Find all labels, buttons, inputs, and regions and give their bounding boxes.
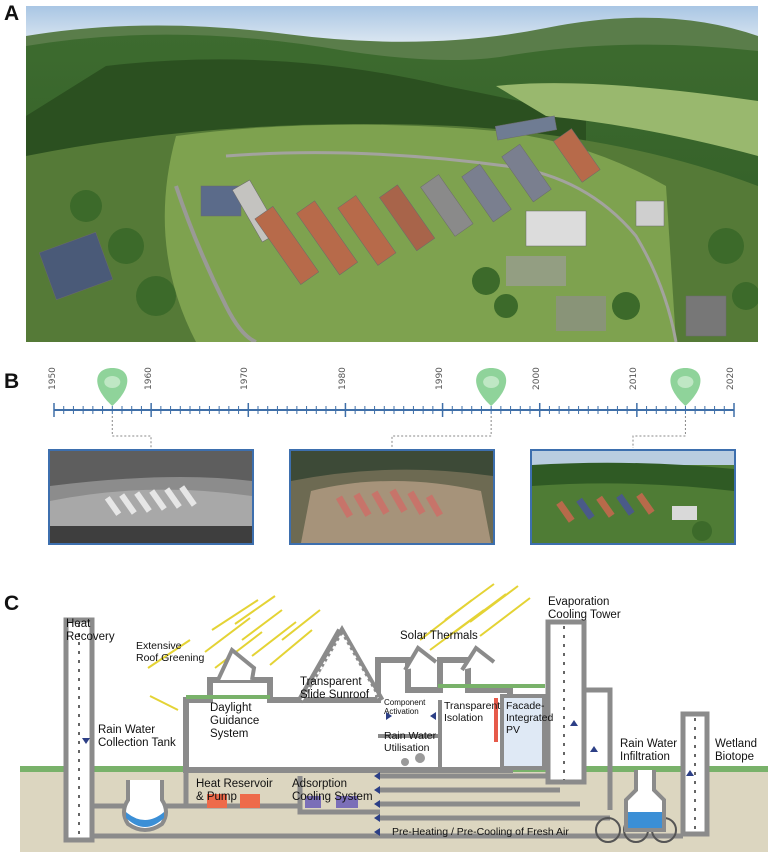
timeline-markers xyxy=(97,368,701,406)
panel-label-b: B xyxy=(4,370,20,393)
panel-label-a: A xyxy=(4,2,20,25)
label-transparent-sunroof: Transparent Slide Sunroof xyxy=(300,676,370,702)
label-solar-thermals: Solar Thermals xyxy=(400,630,478,642)
timeline-leaders xyxy=(111,416,686,448)
label-daylight-guidance: Daylight Guidance System xyxy=(210,702,260,741)
label-preheating: Pre-Heating / Pre-Cooling of Fresh Air xyxy=(392,826,569,838)
label-adsorption: Adsorption Cooling System xyxy=(292,778,373,804)
timeline xyxy=(53,368,735,448)
timeline-leader-line xyxy=(632,416,686,448)
historic-photo-1990s xyxy=(289,449,495,545)
label-rain-collection: Rain Water Collection Tank xyxy=(98,724,176,750)
timeline-leader-line xyxy=(111,416,152,448)
recent-photo-2010s xyxy=(530,449,736,545)
label-rain-utilisation: Rain Water Utilisation xyxy=(384,730,437,755)
map-pin-icon xyxy=(476,368,507,406)
label-heat-reservoir: Heat Reservoir & Pump xyxy=(196,778,273,804)
historic-photo-1950s xyxy=(48,449,254,545)
label-extensive-roof-greening: Extensive Roof Greening xyxy=(136,640,205,665)
label-rain-infiltration: Rain Water Infiltration xyxy=(620,738,678,764)
panel-label-c: C xyxy=(4,592,20,615)
campus-aerial-photo xyxy=(26,6,758,342)
label-heat-recovery: Heat Recovery xyxy=(66,618,115,644)
map-pin-icon xyxy=(670,368,701,406)
energy-concept-diagram xyxy=(20,583,768,852)
map-pin-icon xyxy=(97,368,128,406)
timeline-leader-line xyxy=(391,416,492,448)
label-evaporation-tower: Evaporation Cooling Tower xyxy=(548,596,621,622)
label-facade-pv: Facade- Integrated PV xyxy=(506,700,554,737)
label-wetland: Wetland Biotope xyxy=(715,738,757,764)
label-component-activation: Component Activation xyxy=(384,698,426,717)
label-transparent-isolation: Transparent Isolation xyxy=(444,700,501,725)
timeline-ticks xyxy=(53,403,735,417)
